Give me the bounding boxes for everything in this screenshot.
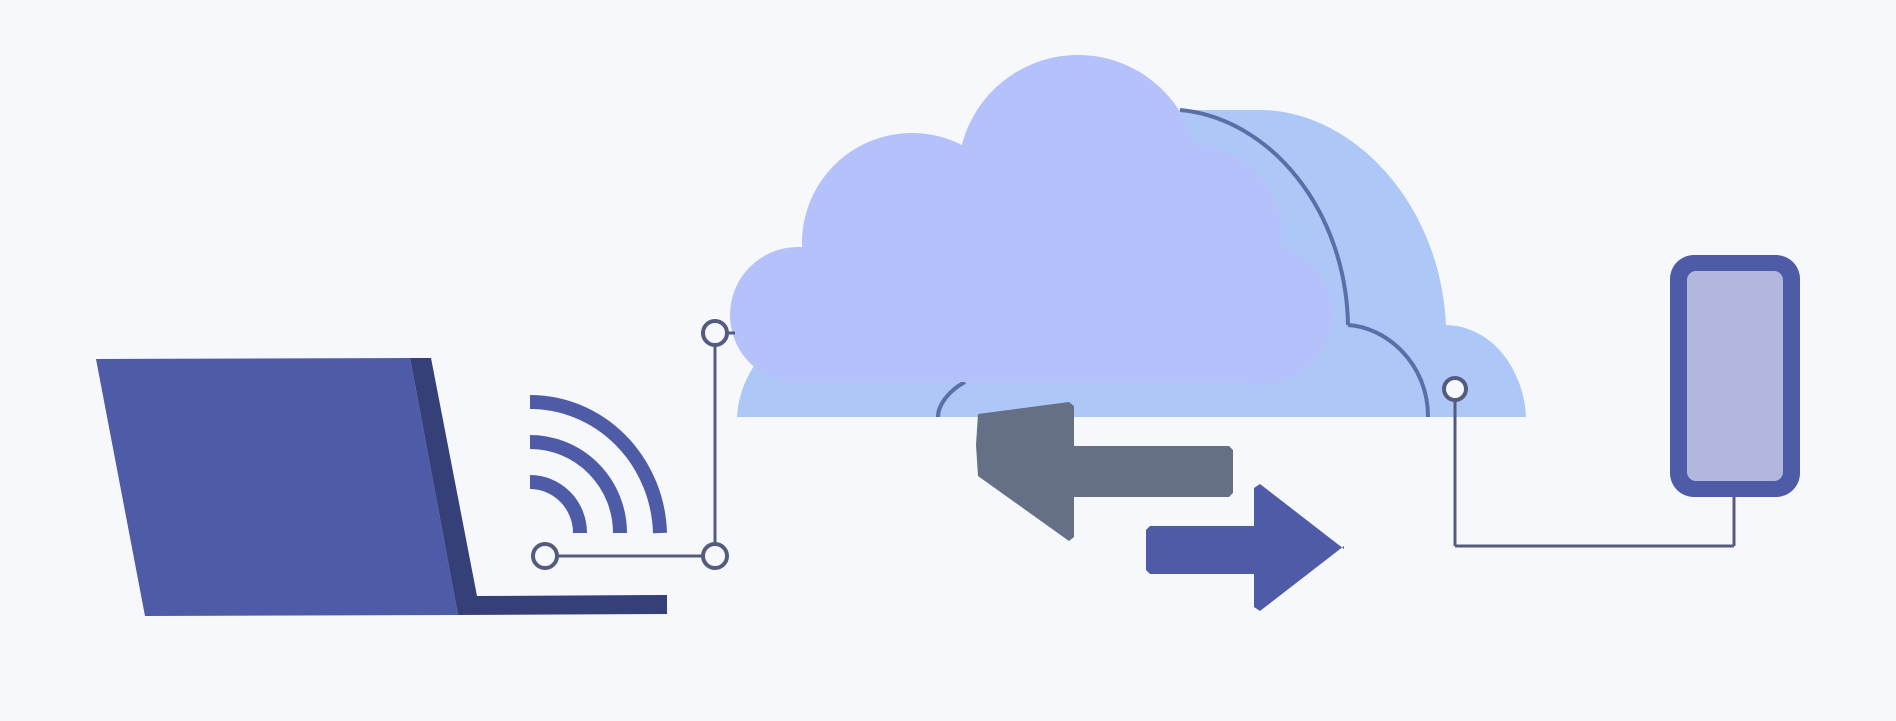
wifi-signal-icon — [529, 395, 667, 534]
phone-screen — [1687, 271, 1783, 481]
cloud-front-shape — [730, 55, 1332, 385]
cloud-back-outline-outer — [1179, 108, 1350, 326]
laptop-icon — [96, 358, 667, 616]
circuit-connector-phone — [1442, 376, 1736, 548]
cloud-back-outline-inner — [1347, 323, 1430, 418]
circuit-connector-icon — [531, 319, 735, 570]
laptop-shadow — [410, 358, 667, 615]
cloud-back-outline-small — [936, 380, 966, 418]
laptop-body — [96, 358, 458, 616]
upload-arrow-icon — [976, 402, 1233, 541]
cloud-icon — [730, 55, 1526, 418]
smartphone-icon — [1670, 255, 1800, 497]
download-arrow-icon — [1146, 484, 1344, 611]
